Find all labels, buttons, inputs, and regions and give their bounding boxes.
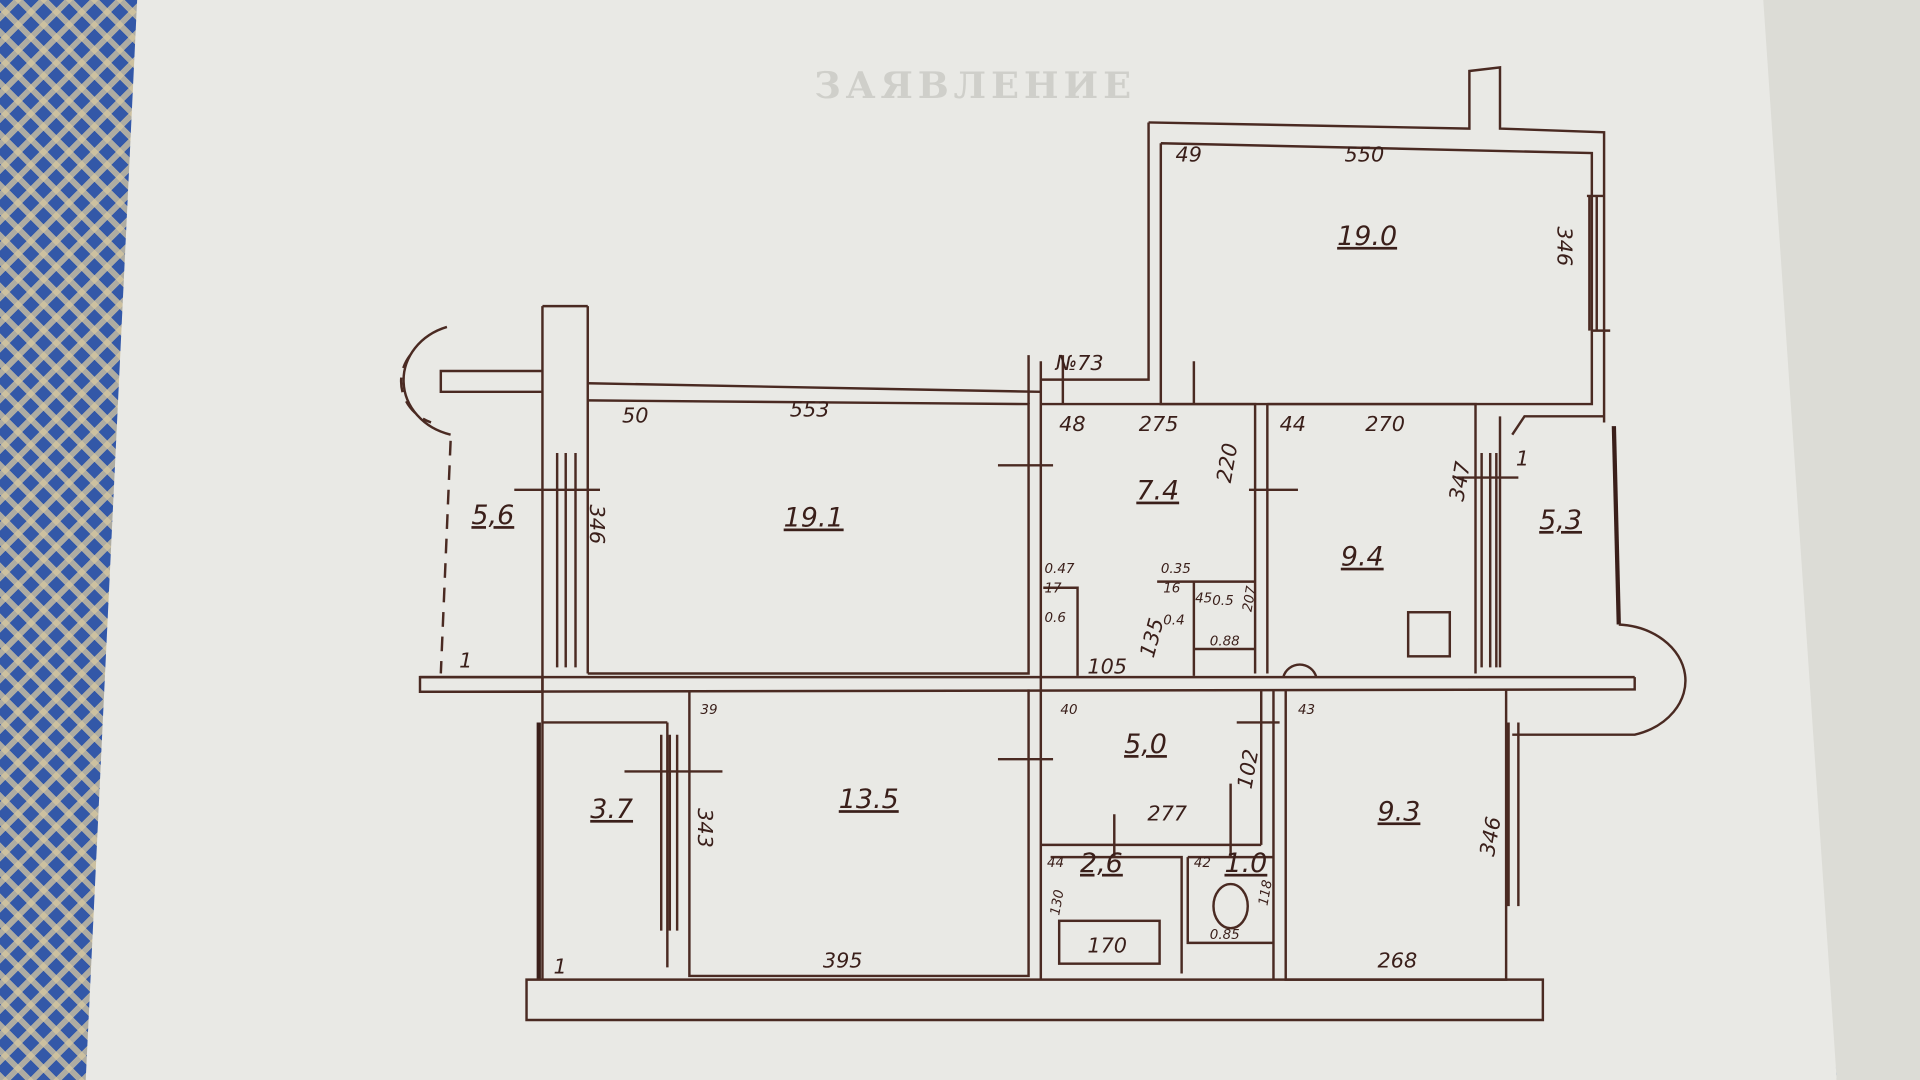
dim-277: 277 xyxy=(1147,801,1187,825)
dim-550: 550 xyxy=(1344,143,1384,167)
dim-275: 275 xyxy=(1139,412,1179,436)
dim-49: 49 xyxy=(1176,143,1202,167)
dim-48: 48 xyxy=(1059,412,1085,436)
room-area-kitchen: 9.4 xyxy=(1341,542,1384,573)
dim-42: 42 xyxy=(1194,856,1211,871)
dim-50: 50 xyxy=(622,403,648,427)
room-area-hall: 7.4 xyxy=(1136,476,1179,507)
room-area-bedroom: 13.5 xyxy=(839,784,899,815)
dim-105: 105 xyxy=(1087,654,1127,678)
dim-346-left: 346 xyxy=(585,504,609,544)
paper-sheet xyxy=(85,0,1837,1080)
dim-268: 268 xyxy=(1378,948,1418,972)
dim-270: 270 xyxy=(1365,412,1405,436)
dim-40: 40 xyxy=(1060,703,1077,718)
bathtub-icon xyxy=(1057,919,1161,965)
room-area-balcony-right: 5,3 xyxy=(1539,505,1582,536)
dim-207: 207 xyxy=(1241,585,1260,613)
dim-39: 39 xyxy=(700,703,717,718)
room-area-bottom-right: 9.3 xyxy=(1378,796,1421,827)
window-top-room xyxy=(1586,194,1611,332)
dim-45: 45 xyxy=(1195,591,1212,606)
room-area-bathroom: 2,6 xyxy=(1080,848,1123,879)
exterior-bottom-wall xyxy=(525,978,1545,1022)
dim-44-kitchen: 44 xyxy=(1280,412,1306,436)
room-area-closet-3: 0.5 xyxy=(1212,594,1233,609)
dim-170: 170 xyxy=(1087,934,1127,958)
dim-395: 395 xyxy=(823,948,863,972)
room-area-living-top: 19.0 xyxy=(1337,221,1397,252)
dim-346-top: 346 xyxy=(1553,227,1577,267)
riser-icon xyxy=(1282,663,1318,678)
room-area-closet-1: 0.6 xyxy=(1044,611,1065,626)
stove-icon xyxy=(1406,611,1452,658)
room-area-living-left: 19.1 xyxy=(784,503,844,534)
window-kitchen xyxy=(1480,453,1498,668)
floor-plan xyxy=(399,65,1687,1022)
dim-343: 343 xyxy=(693,808,717,848)
apartment-number: №73 xyxy=(1055,351,1104,375)
room-area-corridor: 5,0 xyxy=(1124,729,1167,760)
dim-1-left: 1 xyxy=(459,648,472,672)
balcony-left-arm xyxy=(439,369,543,394)
dim-553: 553 xyxy=(790,397,830,421)
balcony-left-arc xyxy=(402,325,451,436)
dim-130: 130 xyxy=(1048,889,1067,917)
dim-035: 0.35 xyxy=(1161,562,1191,577)
room-area-closet-2: 0.4 xyxy=(1163,613,1184,628)
dim-43: 43 xyxy=(1298,703,1315,718)
dim-118: 118 xyxy=(1257,879,1276,907)
dim-17: 17 xyxy=(1044,582,1062,597)
back-sheet xyxy=(1738,0,1920,1080)
dim-16: 16 xyxy=(1163,582,1180,597)
room-area-wc: 1.0 xyxy=(1224,848,1267,879)
dim-1-bottom: 1 xyxy=(553,954,566,978)
room-area-balcony-left: 5,6 xyxy=(471,500,514,531)
toilet-icon xyxy=(1212,882,1249,930)
dim-088: 0.88 xyxy=(1210,634,1240,649)
window-loggia xyxy=(660,734,679,931)
dim-047: 0.47 xyxy=(1044,562,1074,577)
room-area-loggia: 3.7 xyxy=(590,794,633,825)
dim-085: 0.85 xyxy=(1210,928,1240,943)
dim-44-bath: 44 xyxy=(1047,856,1064,871)
dim-1-right: 1 xyxy=(1516,446,1529,470)
form-heading: ЗАЯВЛЕНИЕ xyxy=(814,64,1136,107)
